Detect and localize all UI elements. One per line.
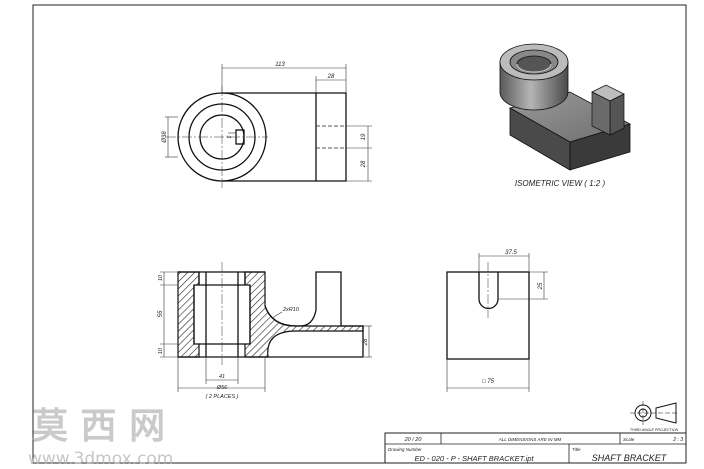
drawing-number: ED - 020 - P - SHAFT BRACKET.ipt	[414, 454, 534, 463]
dim-places: ( 2 PLACES )	[205, 394, 238, 400]
dim-keyway: 6	[227, 135, 233, 138]
dim-sec-10-top: 10	[158, 274, 164, 281]
dim-left-dia: Ø38	[162, 131, 168, 144]
dim-side-25: 25	[538, 282, 544, 290]
dim-fillet: 2xR10	[282, 307, 300, 313]
dim-top-right: 28	[327, 74, 335, 80]
dim-sec-10-bot: 10	[158, 347, 164, 354]
side-view	[446, 253, 548, 392]
section-view	[160, 262, 372, 392]
watermark-chars: 莫 西 网	[32, 406, 165, 447]
watermark-url: www.3dmox.com	[28, 449, 173, 469]
dimensions-note: ALL DIMENSIONS ARE IN MM	[498, 437, 562, 442]
dim-top-overall: 113	[275, 62, 285, 68]
dim-side-375: 37.5	[505, 250, 517, 256]
scale-label: Scale	[623, 437, 635, 442]
top-view	[165, 64, 372, 188]
dim-bolt-dia: Ø56	[216, 385, 228, 391]
dim-right-28: 28	[361, 160, 367, 168]
title-label: Title	[572, 447, 581, 452]
dim-sec-55: 55	[158, 310, 164, 317]
dim-side-75: □ 75	[482, 379, 495, 385]
dim-sec-28: 28	[363, 338, 369, 346]
drawing-number-label: Drawing Number	[388, 447, 422, 452]
title-block	[384, 432, 687, 464]
projection-label: THIRD ANGLE PROJECTION	[630, 428, 679, 432]
sheet-number: 20 / 20	[404, 437, 423, 443]
isometric-label: ISOMETRIC VIEW ( 1:2 )	[515, 179, 606, 188]
dim-right-19: 19	[361, 133, 367, 140]
third-angle-projection-icon	[630, 401, 677, 425]
drawing-title: SHAFT BRACKET	[592, 453, 668, 463]
dim-width-41: 41	[219, 374, 225, 380]
sheet-border	[32, 4, 687, 464]
isometric-view	[499, 43, 632, 171]
scale-value: 2 : 3	[672, 437, 683, 443]
